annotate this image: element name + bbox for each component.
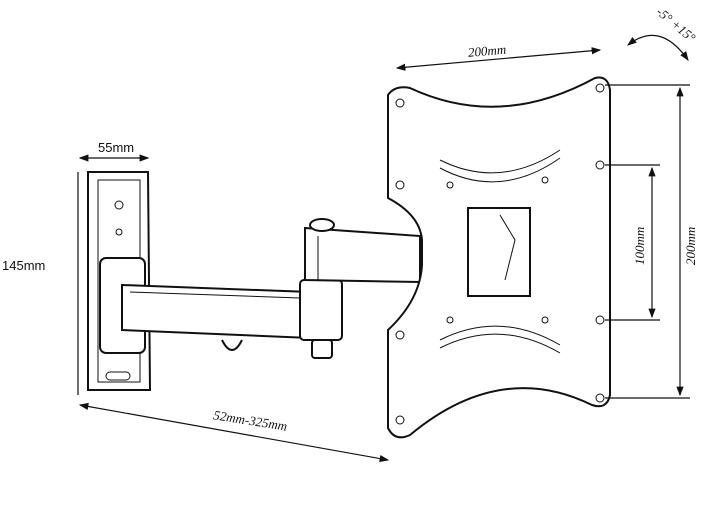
vesa-plate xyxy=(387,76,611,439)
extension-label: 52mm-325mm xyxy=(212,407,288,433)
plate-width-label: 200mm xyxy=(467,42,506,60)
tilt-arrow-icon xyxy=(627,34,689,61)
bracket-arm-upper xyxy=(304,218,421,284)
plate-height-label: 200mm xyxy=(683,227,698,265)
bracket-arm-lower xyxy=(99,257,343,359)
tilt-label: -5° +15° xyxy=(654,4,699,45)
wall-plate-height-label: 145mm xyxy=(2,258,45,273)
extension-dimension-line xyxy=(78,402,390,463)
plate-width-dimension-line xyxy=(395,47,602,71)
inner-height-label: 100mm xyxy=(632,227,647,265)
wall-plate-width-label: 55mm xyxy=(98,140,134,155)
